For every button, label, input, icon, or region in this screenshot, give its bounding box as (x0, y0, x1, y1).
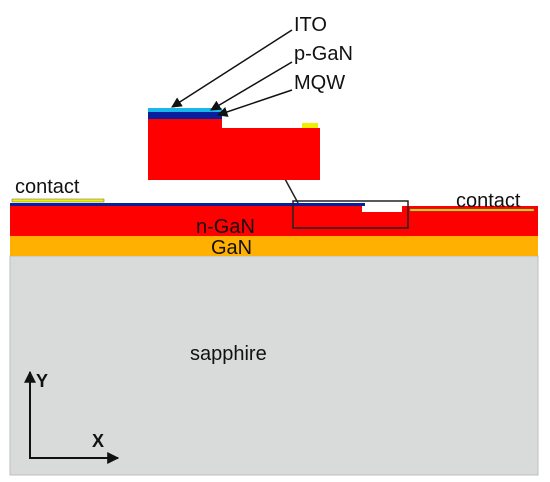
inset-mqw-layer (148, 112, 222, 119)
gan-layer (10, 236, 538, 256)
contact-right-pad (409, 208, 535, 212)
magnify-box (292, 200, 409, 229)
pgan-arrow (210, 61, 293, 111)
sapphire-layer (9, 255, 539, 476)
axis-y-label: Y (36, 371, 48, 391)
ito-arrow (171, 29, 293, 108)
magnify-leader-line (284, 178, 299, 204)
inset-ito-layer (148, 108, 222, 112)
mqw-label: MQW (294, 72, 345, 94)
sapphire-label: sapphire (190, 343, 267, 365)
inset-step-notch (222, 118, 320, 128)
axis-x-label: X (92, 431, 104, 451)
ito-label: ITO (294, 14, 327, 36)
contact-left-label: contact (15, 176, 80, 198)
mqw-arrow (217, 89, 293, 117)
mesa-step (362, 206, 402, 212)
ngan-label: n-GaN (196, 216, 255, 238)
contact-right-label: contact (456, 190, 521, 212)
contact-left-pad (11, 198, 105, 203)
inset-ngan-block (148, 118, 320, 180)
inset-contact-pad (302, 123, 318, 128)
mqw-layer-mesa (10, 203, 365, 206)
pgan-label: p-GaN (294, 43, 353, 65)
gan-label: GaN (211, 237, 252, 259)
